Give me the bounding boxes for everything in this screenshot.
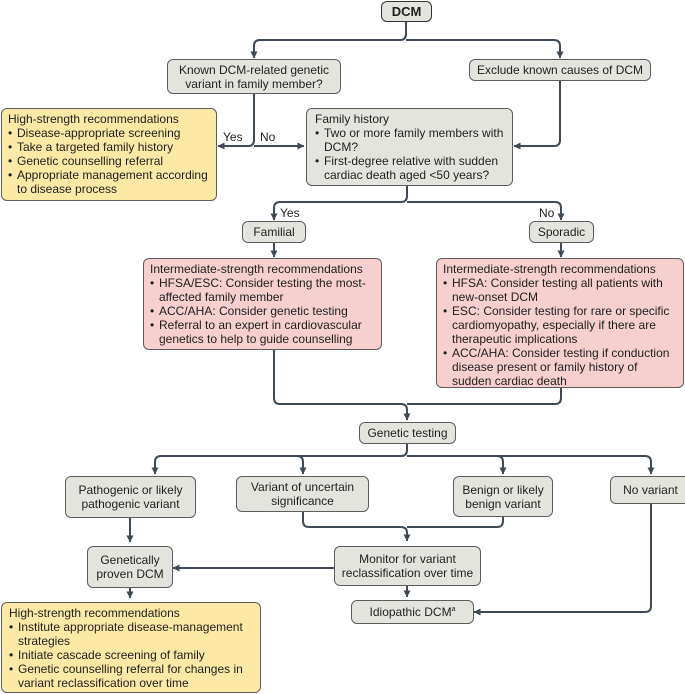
benign-variant-text: Benign or likely benign variant xyxy=(462,482,544,511)
connector-exclude-family xyxy=(513,81,561,150)
list-item: HFSA/ESC: Consider testing the most-affe… xyxy=(150,276,375,304)
list-item: Take a targeted family history xyxy=(8,140,210,154)
intermediate-sporadic-list: HFSA: Consider testing all patients with… xyxy=(443,276,677,388)
list-item: ACC/AHA: Consider genetic testing xyxy=(150,304,375,318)
connector-benign-monitor xyxy=(407,517,504,528)
edge-label-no-sporadic: No xyxy=(539,206,555,220)
idiopathic-dcm-label: Idiopathic DCM xyxy=(369,605,452,619)
edge-label-yes-known: Yes xyxy=(223,130,243,144)
sporadic-node: Sporadic xyxy=(529,221,594,243)
benign-variant-node: Benign or likely benign variant xyxy=(453,476,553,517)
high-strength-primary-title: High-strength recommendations xyxy=(8,112,179,126)
connector-merge-left xyxy=(273,350,411,421)
list-item: Genetic counselling referral for changes… xyxy=(9,662,253,690)
intermediate-recommendations-sporadic: Intermediate-strength recommendations HF… xyxy=(436,258,684,388)
dcm-label: DCM xyxy=(391,3,422,19)
intermediate-familial-list: HFSA/ESC: Consider testing the most-affe… xyxy=(150,276,375,346)
familial-label: Familial xyxy=(253,225,295,239)
edge-label-yes-familial: Yes xyxy=(280,206,300,220)
list-item: Referral to an expert in cardiovascular … xyxy=(150,318,375,346)
list-item: Appropriate management according to dise… xyxy=(8,168,210,196)
exclude-causes-text: Exclude known causes of DCM xyxy=(476,63,644,77)
edge-label-no-known: No xyxy=(260,130,276,144)
intermediate-familial-title: Intermediate-strength recommendations xyxy=(150,262,363,276)
connector-dcm-split xyxy=(250,22,407,59)
no-variant-node: No variant xyxy=(610,476,685,504)
connector-testing-split xyxy=(151,444,408,475)
known-variant-question-text: Known DCM-related genetic variant in fam… xyxy=(178,62,330,91)
genetic-testing-label: Genetic testing xyxy=(367,426,448,440)
family-history-node: Family history Two or more family member… xyxy=(306,108,513,186)
known-variant-question-node: Known DCM-related genetic variant in fam… xyxy=(167,59,341,94)
sporadic-label: Sporadic xyxy=(537,225,586,239)
idiopathic-dcm-text: Idiopathic DCMa xyxy=(370,605,456,619)
intermediate-sporadic-title: Intermediate-strength recommendations xyxy=(443,262,656,276)
high-strength-recommendations-primary: High-strength recommendations Disease-ap… xyxy=(1,108,217,201)
monitor-reclassification-node: Monitor for variant reclassification ove… xyxy=(334,546,481,586)
vus-text: Variant of uncertain significance xyxy=(250,480,355,508)
list-item: Two or more family members with DCM? xyxy=(315,126,504,154)
connector-known-yes xyxy=(217,94,255,150)
familial-node: Familial xyxy=(242,221,306,243)
list-item: Disease-appropriate screening xyxy=(8,126,210,140)
no-variant-text: No variant xyxy=(623,483,678,497)
monitor-reclassification-text: Monitor for variant reclassification ove… xyxy=(341,552,474,580)
genetically-proven-node: Genetically proven DCM xyxy=(87,546,173,588)
list-item: ACC/AHA: Consider testing if conduction … xyxy=(443,346,677,388)
connector-family-split xyxy=(270,186,408,221)
list-item: Initiate cascade screening of family xyxy=(9,648,253,662)
intermediate-recommendations-familial: Intermediate-strength recommendations HF… xyxy=(143,258,382,350)
family-history-title: Family history xyxy=(315,112,390,126)
list-item: Institute appropriate disease-management… xyxy=(9,620,253,648)
list-item: First-degree relative with sudden cardia… xyxy=(315,154,504,182)
idiopathic-footnote-marker: a xyxy=(451,606,456,613)
list-item: ESC: Consider testing for rare or specif… xyxy=(443,304,677,346)
idiopathic-dcm-node: Idiopathic DCMa xyxy=(351,600,474,624)
connector-testing-vus xyxy=(296,455,307,475)
connector-merge-right xyxy=(407,388,562,405)
connector-testing-novariant xyxy=(497,455,655,475)
genetically-proven-text: Genetically proven DCM xyxy=(96,553,164,581)
connector-novariant-idiopathic xyxy=(473,504,652,616)
exclude-causes-node: Exclude known causes of DCM xyxy=(469,59,651,81)
high-strength-recommendations-secondary: High-strength recommendations Institute … xyxy=(1,602,261,693)
connector-dcm-exclude xyxy=(406,39,564,59)
list-item: HFSA: Consider testing all patients with… xyxy=(443,276,677,304)
vus-node: Variant of uncertain significance xyxy=(236,476,369,512)
high-strength-secondary-list: Institute appropriate disease-management… xyxy=(9,620,253,690)
list-item: Genetic counselling referral xyxy=(8,154,210,168)
pathogenic-variant-text: Pathogenic or likely pathogenic variant xyxy=(78,483,183,511)
connector-family-sporadic xyxy=(407,201,565,221)
pathogenic-variant-node: Pathogenic or likely pathogenic variant xyxy=(65,476,196,518)
genetic-testing-node: Genetic testing xyxy=(359,422,456,444)
connector-vus-monitor xyxy=(302,512,411,542)
dcm-node: DCM xyxy=(381,1,432,22)
connector-testing-benign xyxy=(407,455,507,475)
family-history-list: Two or more family members with DCM? Fir… xyxy=(315,126,504,182)
high-strength-primary-list: Disease-appropriate screening Take a tar… xyxy=(8,126,210,196)
high-strength-secondary-title: High-strength recommendations xyxy=(9,606,180,620)
